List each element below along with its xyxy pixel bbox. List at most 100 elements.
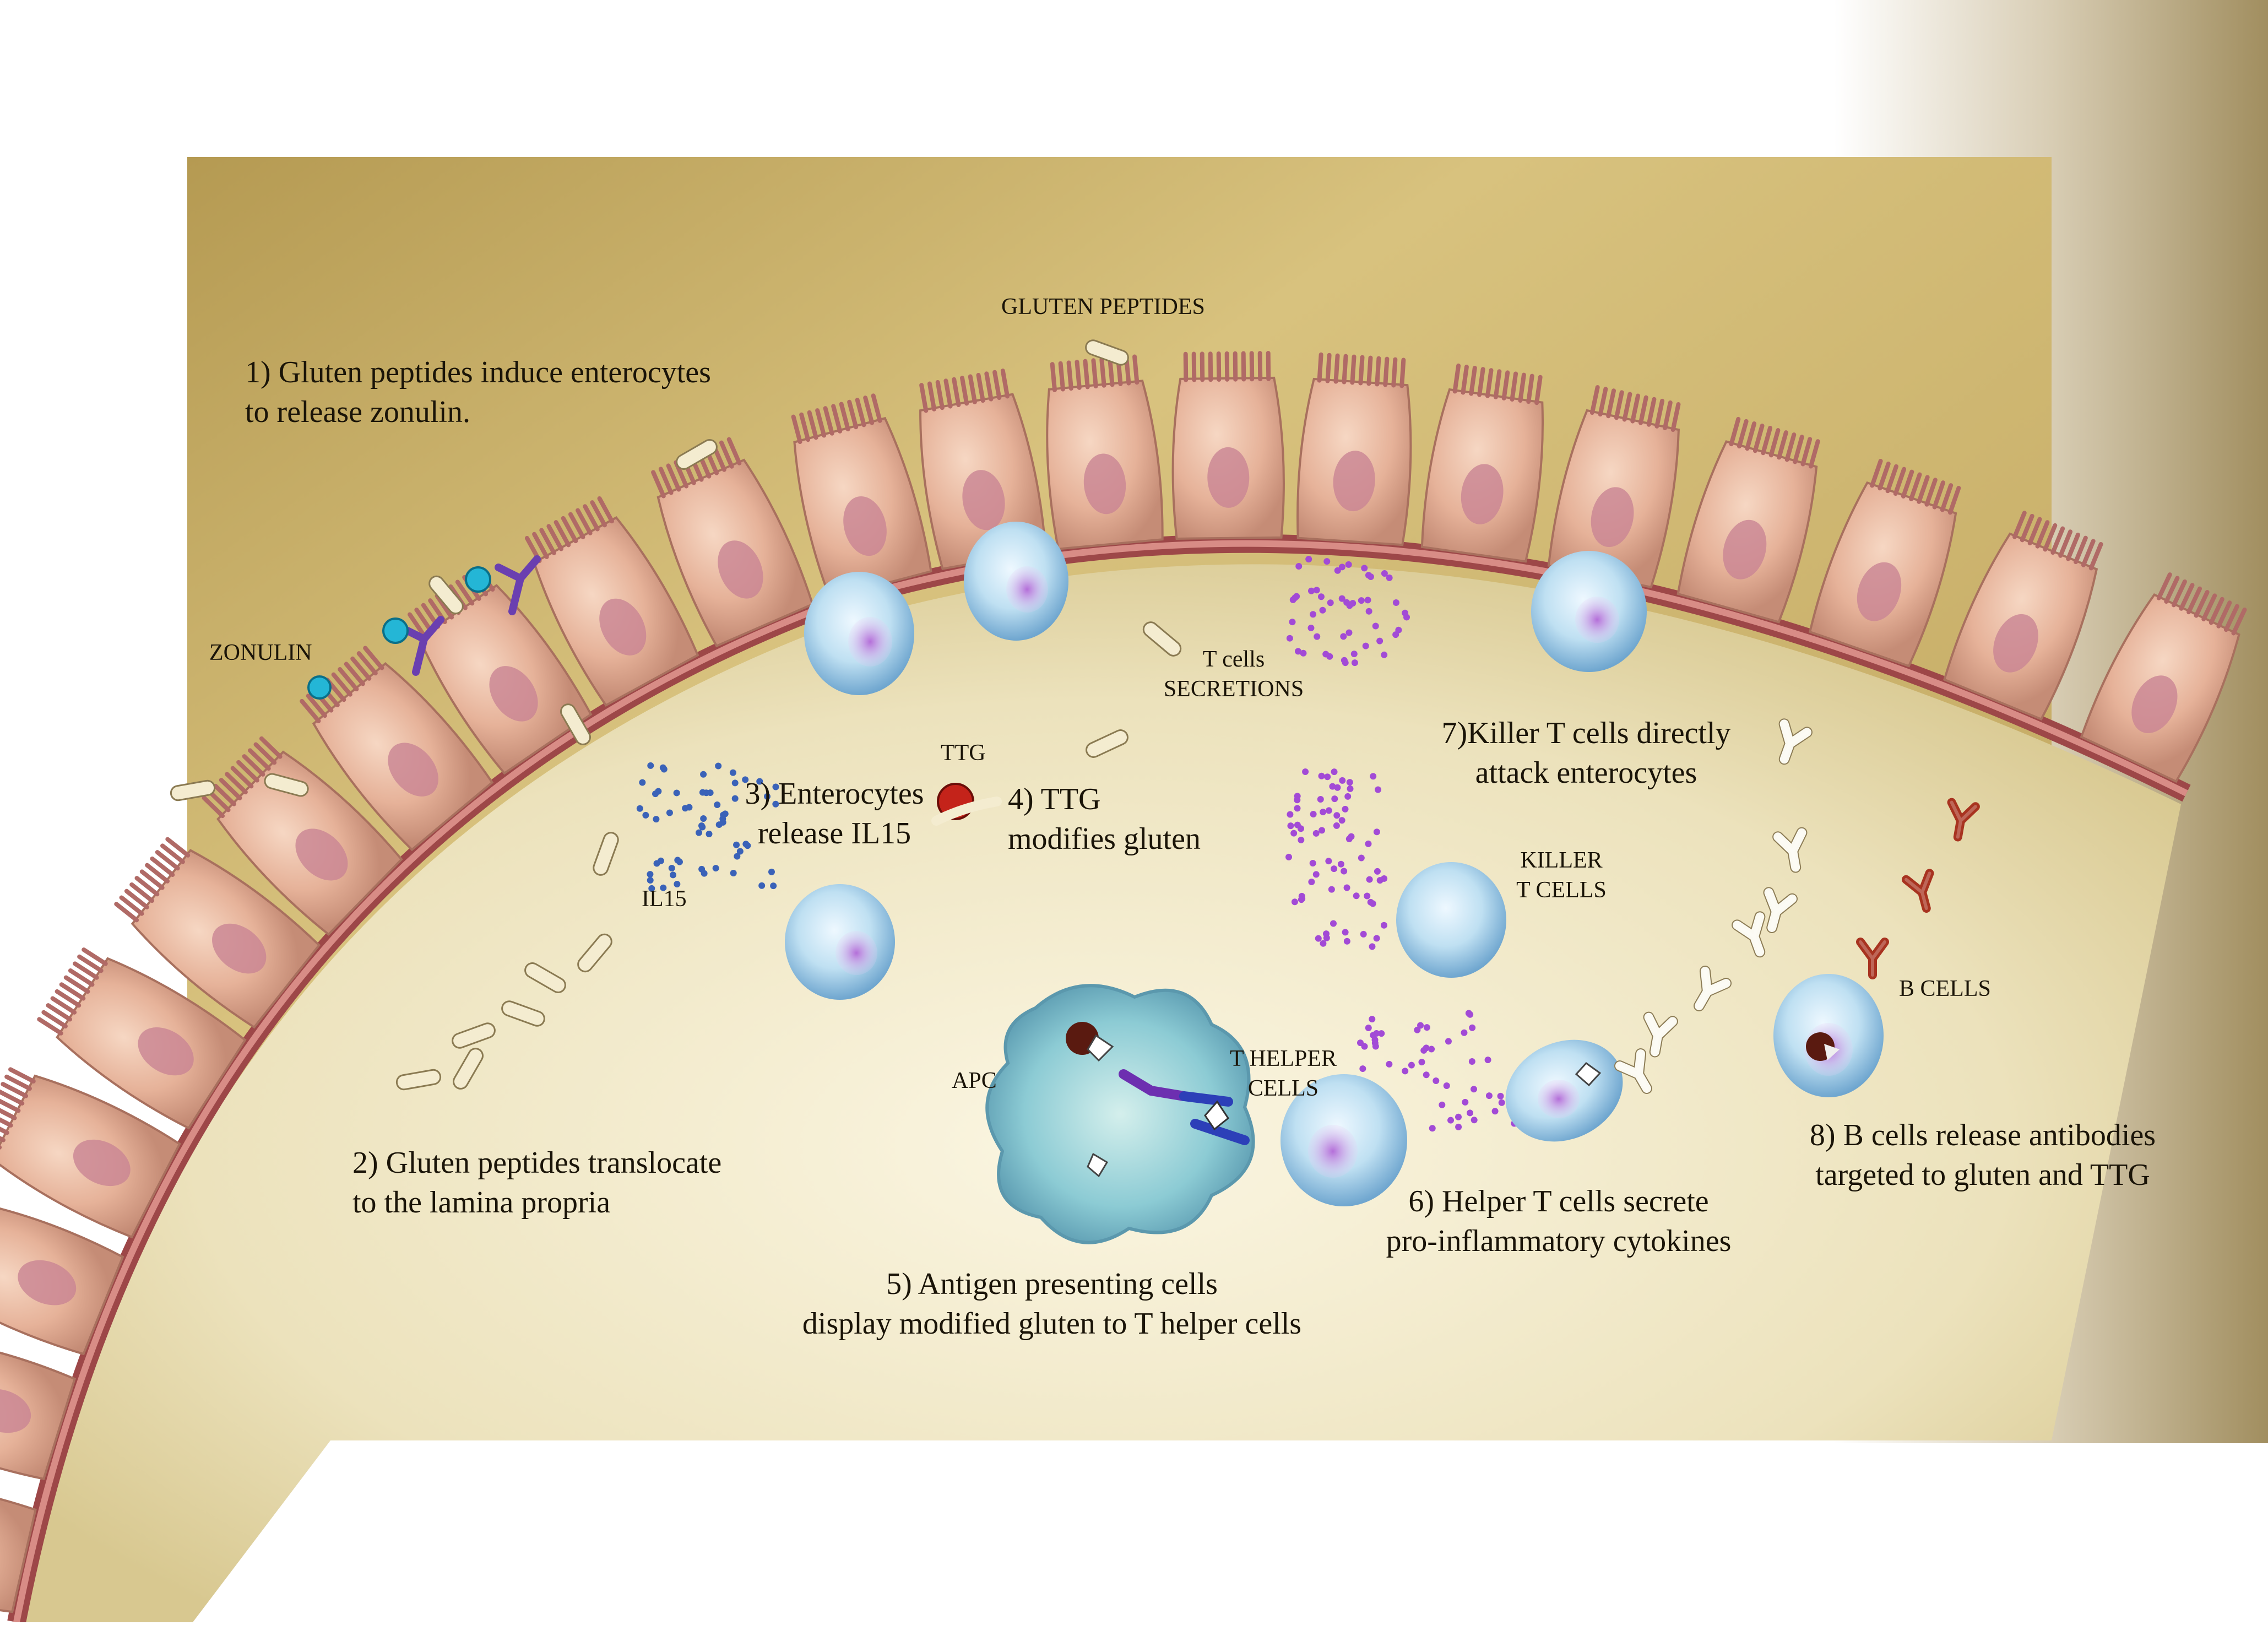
cytokine-dot <box>1351 659 1358 667</box>
cytokine-dot <box>1287 822 1294 830</box>
nucleus <box>1993 614 2038 673</box>
cytokine-dot <box>1334 567 1341 574</box>
step-5-line-1: 5) Antigen presenting cells <box>886 1267 1218 1301</box>
nucleus <box>1857 562 1902 621</box>
il15-dot <box>764 793 771 800</box>
il15-dot <box>721 810 729 817</box>
enterocyte <box>0 1067 181 1239</box>
cytokine-dot <box>1324 773 1331 781</box>
il15-dot <box>772 800 779 808</box>
cytokine-dot <box>1342 659 1349 667</box>
cytokine-dot <box>1323 558 1331 565</box>
cytokine-dot <box>1353 892 1360 900</box>
il15-dot <box>742 841 750 848</box>
cytokine-dot <box>1329 783 1336 790</box>
enterocyte <box>0 1335 77 1481</box>
cytokine-dot <box>1298 836 1305 843</box>
il15-dot <box>731 779 739 787</box>
cytokine-dot <box>1376 637 1383 644</box>
il15-dot <box>768 868 775 875</box>
cytokine-dot <box>1381 570 1388 577</box>
il15-dot <box>673 789 680 797</box>
cytokine-dot <box>1366 876 1373 883</box>
cytokine-dot <box>1340 633 1347 640</box>
gluten-peptide <box>1086 729 1128 758</box>
label-t-helper: T HELPER <box>1229 1046 1337 1071</box>
cytokine-dot <box>1325 858 1332 865</box>
il15-dot <box>706 830 713 837</box>
gluten-peptide <box>1142 621 1182 657</box>
il15-dot <box>736 848 744 855</box>
cytokine-dot <box>1309 860 1316 867</box>
cytokine-dot <box>1320 940 1327 947</box>
cytokine-dot <box>1447 1117 1455 1124</box>
enterocyte <box>37 947 247 1130</box>
cytokine-dot <box>1331 768 1338 776</box>
cytokine-dot <box>1423 1071 1430 1079</box>
il15-dot <box>715 762 722 770</box>
cytokine-dot <box>1439 1101 1446 1108</box>
cytokine-dot <box>1307 587 1315 594</box>
antibody <box>1644 1012 1677 1057</box>
mhc-tcr-complex <box>1119 1069 1250 1145</box>
step-8-text: 8) B cells release antibodies targeted t… <box>1773 1115 2192 1195</box>
cytokine-dot <box>1344 793 1352 800</box>
cytokine-dot <box>1372 622 1379 630</box>
cytokine-dot <box>1462 1098 1469 1106</box>
il15-dot <box>666 809 673 816</box>
nucleus <box>1083 453 1126 514</box>
killer-t-cell-attacking <box>1531 551 1647 672</box>
cytokine-dot <box>1469 1024 1476 1031</box>
label-secretions: SECRETIONS <box>1163 676 1304 702</box>
label-ttg: TTG <box>941 740 986 766</box>
nucleus <box>388 743 438 797</box>
cytokine-dot <box>1345 561 1352 568</box>
il15-dot <box>731 795 739 802</box>
label-killer: KILLER <box>1520 848 1603 873</box>
enterocyte <box>0 1200 124 1356</box>
step-3-text: 3) Enterocytes release IL15 <box>727 774 942 853</box>
cytokine-dot <box>1467 1011 1474 1018</box>
enterocyte <box>1943 511 2103 721</box>
cytokine-dot <box>1343 938 1350 945</box>
nucleus <box>73 1139 131 1187</box>
cytokine-dot <box>1342 929 1349 936</box>
cytokine-dot <box>1322 651 1330 658</box>
il15-dot <box>714 801 721 808</box>
antibody <box>1856 938 1889 979</box>
cytokine-dot <box>1300 649 1307 657</box>
cytokine-dot <box>1461 1029 1468 1036</box>
il15-dot <box>670 871 677 879</box>
cytokine-dot <box>1328 886 1335 893</box>
nucleus <box>962 470 1005 530</box>
cytokine-dot <box>1369 943 1376 950</box>
antibodies <box>1614 718 1980 1094</box>
il15-dot <box>655 788 662 795</box>
gluten-peptide <box>676 439 718 470</box>
cytokine-dot <box>1294 648 1301 655</box>
il15-dot <box>653 816 660 823</box>
cytokine-dot <box>1347 785 1354 792</box>
cytokine-dot <box>1365 840 1372 847</box>
cytokine-dot <box>1318 772 1325 779</box>
gluten-peptide <box>453 1048 484 1090</box>
cytokine-dot <box>1371 1039 1379 1047</box>
nucleus <box>718 540 763 599</box>
cytokine-dot <box>1468 1058 1475 1065</box>
zonulin-bound <box>465 566 491 593</box>
step-2-line-2: to the lamina propria <box>352 1185 611 1220</box>
cytokine-dot <box>1408 1061 1415 1069</box>
cytokine-dot <box>1294 805 1301 812</box>
gluten-peptides <box>170 339 1182 1091</box>
cytokine-dot <box>1330 920 1337 927</box>
label-gluten-peptides: GLUTEN PEPTIDES <box>1001 294 1205 319</box>
step-7-text: 7)Killer T cells directly attack enteroc… <box>1415 713 1757 793</box>
cytokine-dot <box>1455 1113 1462 1120</box>
zonulin-receptor <box>398 555 541 676</box>
nucleus <box>18 1260 77 1306</box>
il15-dot <box>719 819 726 826</box>
cytokine-dot <box>1346 602 1353 609</box>
il15-dot <box>674 880 681 887</box>
zonulin-molecule <box>307 675 332 700</box>
